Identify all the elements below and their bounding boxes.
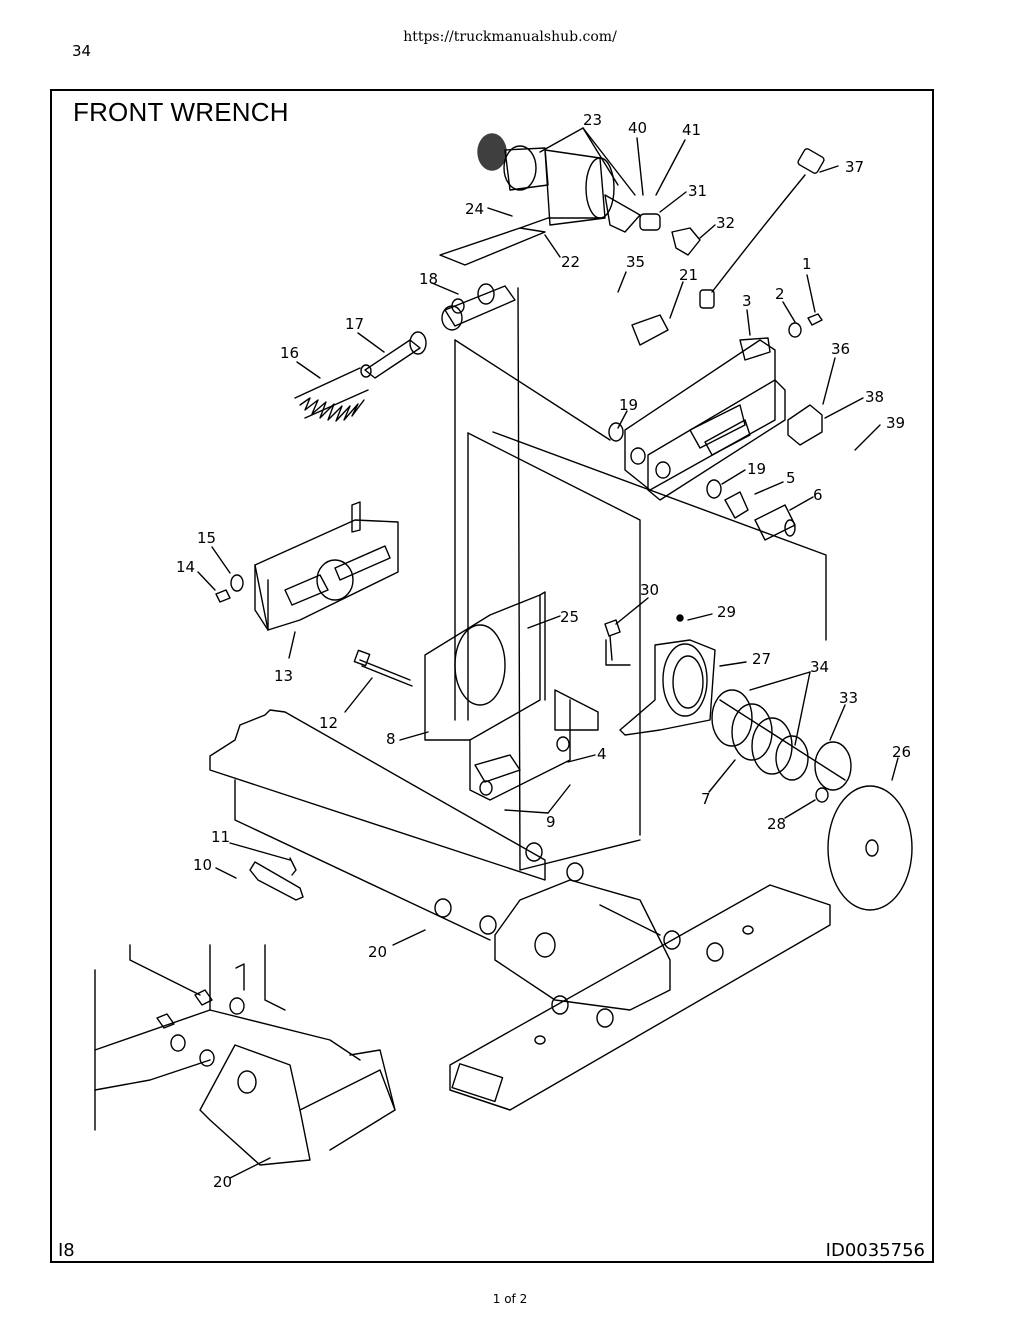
callout-14: 14 [176,558,195,576]
source-url[interactable]: https://truckmanualshub.com/ [403,29,617,45]
callout-26: 26 [892,743,911,761]
diagram-title: FRONT WRENCH [73,97,289,127]
callout-11: 11 [211,828,230,846]
page-number: 34 [72,42,92,60]
callout-31: 31 [688,182,707,200]
callout-6: 6 [813,486,823,504]
callout-4: 4 [597,745,607,763]
callout-39: 39 [886,414,905,432]
callout-9: 9 [546,813,556,831]
callout-5: 5 [786,469,796,487]
diagram-id: ID0035756 [825,1240,925,1261]
diagram-frame [50,89,934,1263]
callout-8: 8 [386,730,396,748]
callout-21: 21 [679,266,698,284]
callout-41: 41 [682,121,701,139]
callout-28: 28 [767,815,786,833]
callout-20: 20 [368,943,387,961]
callout-13: 13 [274,667,293,685]
callout-2: 2 [775,285,785,303]
diagram-code-left: I8 [58,1240,75,1261]
callout-30: 30 [640,581,659,599]
callout-16: 16 [280,344,299,362]
callout-40: 40 [628,119,647,137]
callout-17: 17 [345,315,364,333]
callout-1: 1 [802,255,812,273]
callout-37: 37 [845,158,864,176]
callout-23: 23 [583,111,602,129]
callout-32: 32 [716,214,735,232]
callout-29: 29 [717,603,736,621]
callout-25: 25 [560,608,579,626]
callout-24: 24 [465,200,484,218]
callout-36: 36 [831,340,850,358]
callout-22: 22 [561,253,580,271]
callout-38: 38 [865,388,884,406]
callout-33: 33 [839,689,858,707]
callout-12: 12 [319,714,338,732]
page-indicator: 1 of 2 [492,1292,528,1306]
callout-35: 35 [626,253,645,271]
callout-7: 7 [701,790,711,808]
callout-19: 19 [619,396,638,414]
callout-20b: 20 [213,1173,232,1191]
callout-19b: 19 [747,460,766,478]
callout-18: 18 [419,270,438,288]
callout-27: 27 [752,650,771,668]
callout-10: 10 [193,856,212,874]
callout-15: 15 [197,529,216,547]
callout-3: 3 [742,292,752,310]
callout-34: 34 [810,658,829,676]
